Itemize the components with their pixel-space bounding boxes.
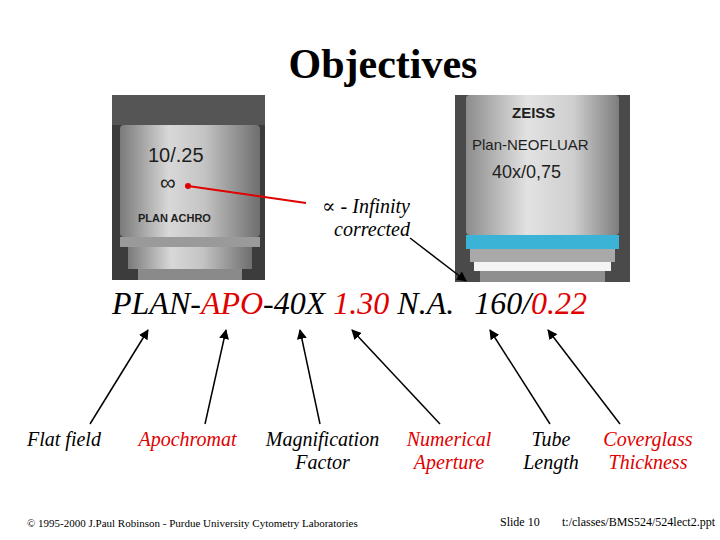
designation-part: 0.22: [531, 286, 587, 321]
engraved-text: Plan-NEOFLUAR: [472, 136, 589, 153]
engraved-text: 40x/0,75: [492, 162, 561, 183]
objective-designation: PLAN-APO-40X1.30N.A. 160/0.22: [112, 286, 587, 321]
leader-arrow: [300, 330, 320, 424]
leader-arrow: [205, 330, 226, 424]
leader-arrow: [352, 330, 440, 424]
objective-photo-right: [455, 95, 630, 282]
objective-photo-left: [112, 95, 265, 280]
leader-line: [188, 186, 306, 203]
term-label: Coverglass Thickness: [590, 428, 706, 474]
slide-title: Objectives: [230, 40, 536, 88]
engraved-text: 10/.25: [148, 144, 204, 167]
designation-part: -40X: [263, 286, 325, 321]
leader-arrow: [548, 330, 620, 424]
term-label: Tube Length: [513, 428, 589, 474]
engraved-text: ZEISS: [512, 104, 555, 121]
designation-part: N.A.: [397, 286, 454, 321]
leader-arrow: [490, 330, 550, 424]
term-label: Flat field: [27, 428, 127, 451]
term-label: Numerical Aperture: [395, 428, 503, 474]
term-label: Magnification Factor: [250, 428, 395, 474]
leader-arrow: [410, 238, 466, 281]
designation-part: PLAN-: [112, 286, 201, 321]
engraved-text: PLAN ACHRO: [138, 212, 211, 225]
designation-part: APO: [201, 286, 263, 321]
slide-number: Slide 10: [500, 516, 540, 530]
designation-part: 1.30: [333, 286, 389, 321]
engraved-symbol: ∞: [160, 170, 176, 195]
file-path: t:/classes/BMS524/524lect2.ppt: [562, 516, 715, 530]
designation-part: 160/: [474, 286, 531, 321]
copyright-note: © 1995-2000 J.Paul Robinson - Purdue Uni…: [27, 517, 358, 530]
callout-note: ∝ - Infinity corrected: [306, 195, 410, 241]
term-label: Apochromat: [125, 428, 250, 451]
leader-arrow: [90, 330, 148, 424]
